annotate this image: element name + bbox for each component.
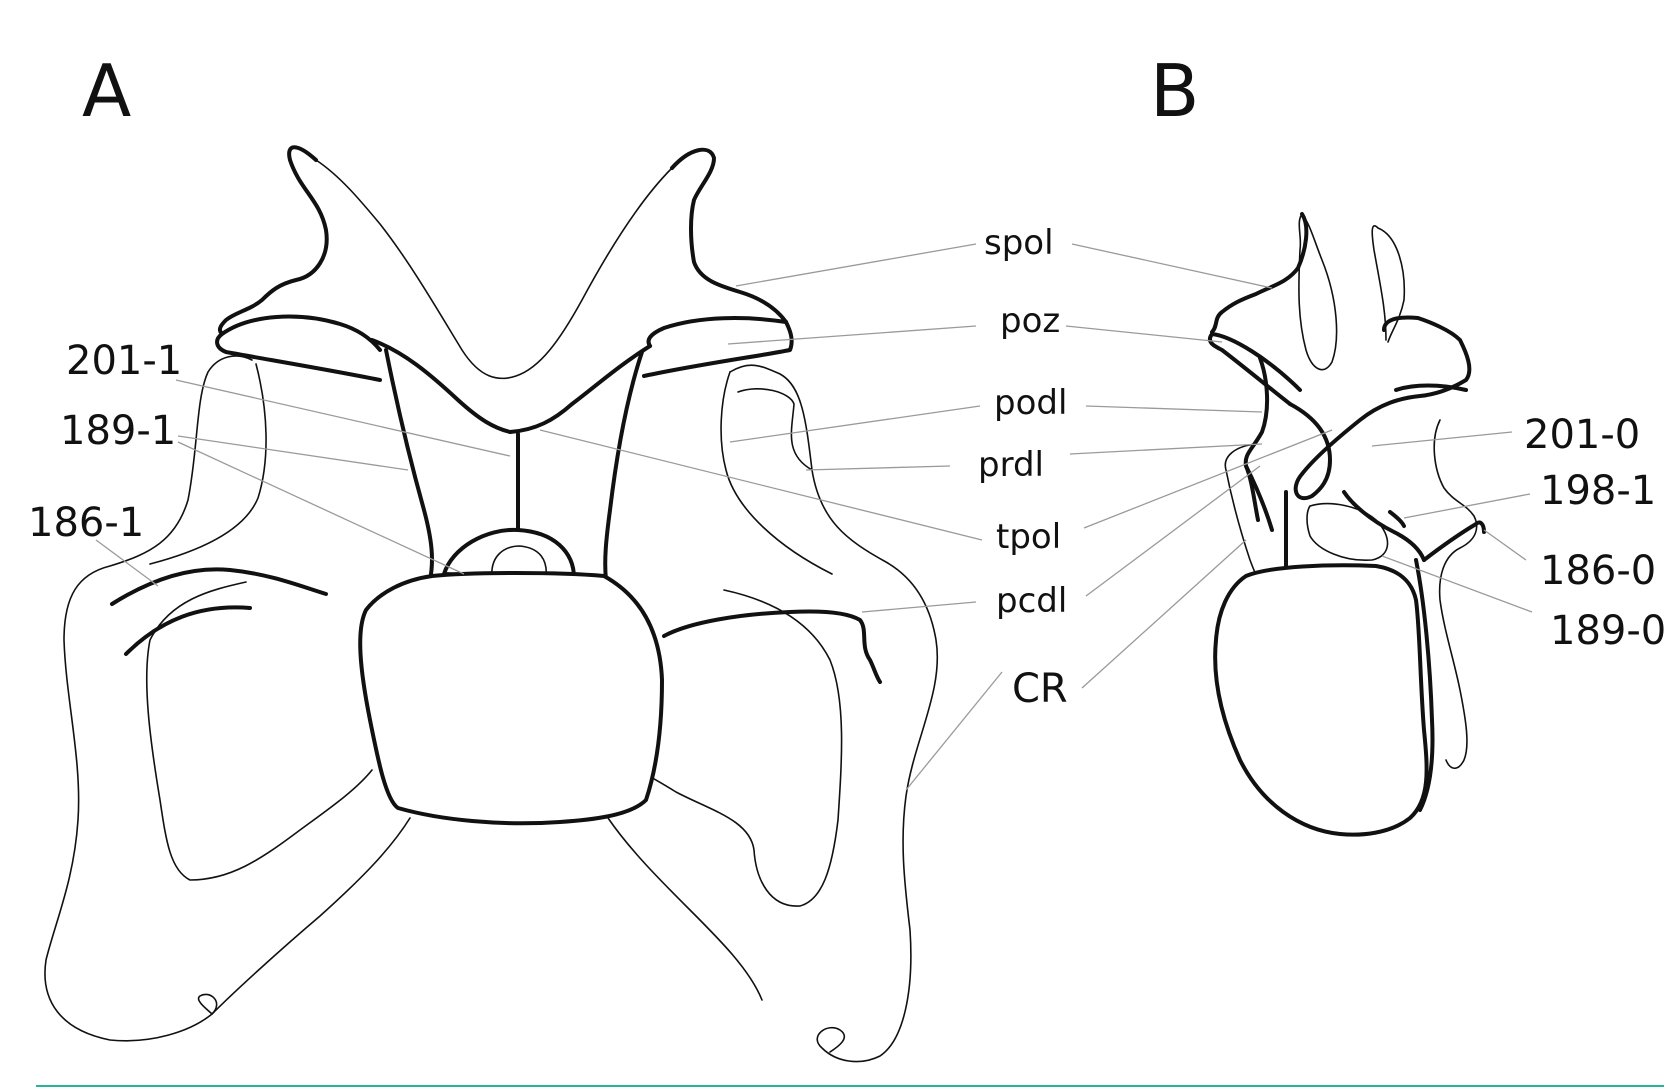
panel-b-arch — [1288, 315, 1472, 500]
panel-letter-a: A — [82, 49, 131, 133]
label-prdl: prdl — [978, 445, 1044, 485]
label-podl: podl — [994, 383, 1067, 423]
label-cr: CR — [1012, 666, 1068, 712]
panel-a-spine-v — [315, 159, 673, 380]
label-pcdl: pcdl — [996, 581, 1067, 621]
panel-b-ridge-186 — [1422, 520, 1486, 562]
label-189-1: 189-1 — [60, 408, 176, 454]
leader-tpol-a — [539, 429, 983, 541]
panel-a-right-outline — [729, 364, 939, 1063]
panel-b-spol — [1210, 212, 1309, 334]
panel-a-right-diap-lamina — [720, 371, 833, 575]
label-poz: poz — [1000, 301, 1060, 341]
panel-a-left-ventral — [211, 817, 411, 1015]
panel-b-centrum — [1213, 563, 1429, 837]
panel-a-right-poz — [642, 316, 794, 378]
leader-podl-a — [729, 405, 981, 443]
leader-201-1 — [175, 379, 511, 457]
panel-a-right-fossa — [645, 589, 843, 907]
leader-prdl-a — [805, 465, 951, 471]
panel-a-left-pillar — [384, 348, 434, 582]
panel-b-fossa — [1306, 502, 1389, 561]
panel-a-right-pillar — [603, 350, 644, 582]
panel-b-prdl — [1243, 356, 1270, 522]
panel-a-centrum — [358, 571, 664, 826]
panel-b-poz — [1207, 332, 1302, 406]
label-spol: spol — [984, 223, 1054, 263]
panel-a-right-lamina — [508, 344, 652, 434]
leader-198-1 — [1403, 493, 1531, 519]
panel-b-centrum-rear — [1414, 558, 1435, 812]
panel-a-right-wing — [670, 147, 788, 324]
panel-b-drawing — [1207, 212, 1486, 837]
panel-letter-b: B — [1150, 49, 1199, 133]
leader-186-0 — [1483, 529, 1527, 561]
label-201-0: 201-0 — [1524, 412, 1640, 458]
panel-b-rear-outline — [1433, 419, 1478, 770]
leader-poz-a — [727, 325, 977, 345]
leader-tpol-b — [1083, 429, 1333, 529]
leader-189-1-b — [177, 441, 465, 575]
leader-poz-b — [1065, 325, 1223, 343]
panel-b-pcdl-thick — [1244, 464, 1274, 532]
panel-a-left-lamina — [370, 338, 512, 434]
label-198-1: 198-1 — [1540, 468, 1656, 514]
label-189-0: 189-0 — [1550, 608, 1664, 654]
leader-prdl-b — [1069, 443, 1263, 455]
panel-a-right-tp-ridge — [662, 609, 882, 684]
panel-b-zyg-plate — [1394, 383, 1468, 392]
panel-a-neural-canal — [442, 527, 576, 580]
leader-pcdl-b — [1085, 465, 1261, 597]
panel-a-left-tp-ridge — [110, 567, 328, 656]
label-186-0: 186-0 — [1540, 548, 1656, 594]
labels: A B spol poz podl prdl tpol pcdl CR 201-… — [28, 49, 1664, 712]
leader-podl-b — [1085, 405, 1263, 413]
leader-spol-a — [735, 243, 977, 287]
panel-a-right-ventral — [607, 817, 763, 1001]
panel-a-left-outline — [44, 355, 253, 1042]
label-tpol: tpol — [996, 517, 1061, 557]
panel-b-spine-back — [1371, 225, 1406, 343]
panel-b-ridge-198 — [1388, 510, 1406, 528]
leader-189-1-a — [177, 435, 409, 471]
leader-cr-a — [905, 671, 1003, 791]
panel-b-spine-front — [1298, 213, 1338, 371]
panel-a-left-diap-lamina — [149, 363, 267, 565]
panel-a-canal-inner — [491, 545, 548, 579]
panel-a-drawing — [44, 145, 939, 1063]
label-186-1: 186-1 — [28, 500, 144, 546]
panel-a-left-poz — [215, 314, 382, 382]
leader-cr-b — [1081, 539, 1247, 689]
leader-pcdl-a — [861, 601, 977, 613]
leader-spol-b — [1071, 243, 1273, 289]
label-201-1: 201-1 — [66, 338, 182, 384]
panel-a-left-wing — [217, 145, 329, 336]
leader-lines — [95, 243, 1533, 791]
panel-b-pillar — [1284, 490, 1426, 568]
panel-a-left-fossa — [145, 581, 373, 881]
leader-189-0 — [1381, 555, 1533, 613]
leader-201-0 — [1371, 431, 1513, 447]
leader-186-1 — [95, 539, 159, 587]
